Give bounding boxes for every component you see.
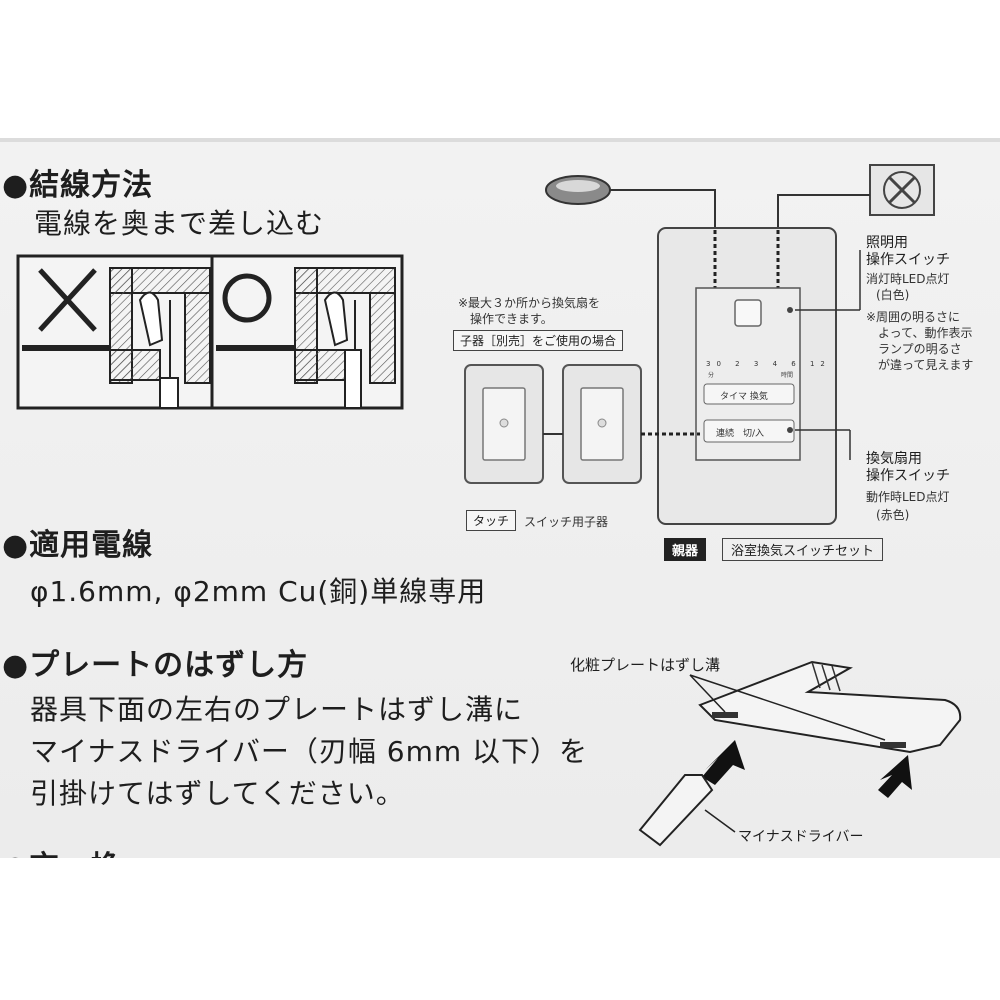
fan-switch-title-1: 換気扇用 <box>866 451 922 467</box>
arrow-up-right-icon <box>878 755 912 798</box>
plate-line-3: 引掛けてはずしてください。 <box>30 777 405 810</box>
timer-6: 6 <box>791 360 802 368</box>
wrong-mark-icon <box>38 268 97 332</box>
screwdriver-icon <box>638 774 714 847</box>
remote-note-1: ※最大３か所から換気扇を <box>458 296 601 310</box>
parent-tag: 親器 <box>664 538 707 561</box>
note-3: ランプの明るさ <box>878 342 962 356</box>
wiring-instruction: 電線を奥まで差し込む <box>34 207 325 240</box>
child-unit-box: 子器［別売］をご使用の場合 <box>453 330 624 351</box>
note-1: ※周囲の明るさに <box>866 310 961 324</box>
terminal-wrong-illustration <box>22 267 211 409</box>
correct-mark-icon <box>222 273 272 323</box>
timer-button-label: タイマ 換気 <box>720 392 768 402</box>
fan-switch-desc-1: 動作時LED点灯 <box>866 490 950 504</box>
timer-3: 3 <box>753 360 765 368</box>
note-4: が違って見えます <box>878 358 974 372</box>
wire-spec: φ1.6mm, φ2mm Cu(銅)単線専用 <box>30 575 487 608</box>
wire-heading: ●適用電線 <box>2 528 154 563</box>
parent-name: 浴室換気スイッチセット <box>722 538 884 561</box>
switch-diagram <box>464 164 935 525</box>
child-switch-label: スイッチ用子器 <box>524 515 609 529</box>
timer-4: 4 <box>772 360 784 368</box>
timer-2: 2 <box>735 360 746 368</box>
terminal-correct-illustration <box>216 267 396 409</box>
timer-30: 30 <box>706 360 727 368</box>
timer-sub-left: 分 <box>708 372 715 379</box>
plate-line-2: マイナスドライバー（刃幅 6mm 以下）を <box>30 735 589 768</box>
arrow-up-left-icon <box>702 740 745 785</box>
child-switch-plate-2 <box>562 364 642 484</box>
groove-label: 化粧プレートはずし溝 <box>570 656 721 674</box>
touch-tag: タッチ <box>466 510 517 531</box>
light-switch-desc-1: 消灯時LED点灯 <box>866 272 950 286</box>
plate-heading: ●プレートのはずし方 <box>2 648 309 683</box>
ventilation-fan-icon <box>869 164 935 216</box>
sheet-edge <box>0 138 1000 142</box>
light-switch-title-1: 照明用 <box>866 235 908 251</box>
fan-switch-desc-2: (赤色) <box>876 508 910 522</box>
driver-label: マイナスドライバー <box>738 829 864 845</box>
remote-note-2: 操作できます。 <box>470 312 553 326</box>
light-switch-title-2: 操作スイッチ <box>866 252 950 268</box>
wiring-heading: ●結線方法 <box>2 168 154 203</box>
note-2: よって、動作表示 <box>878 326 973 340</box>
child-switch-plate-1 <box>464 364 544 484</box>
timer-labels: 30 2 3 4 6 12 <box>706 360 831 368</box>
wiring-figure <box>16 254 404 410</box>
timer-12: 12 <box>809 360 831 368</box>
fan-switch-title-2: 操作スイッチ <box>866 468 950 484</box>
timer-sub-right: 時間 <box>781 372 794 379</box>
light-switch-desc-2: (白色) <box>876 288 910 302</box>
plate-line-1: 器具下面の左右のプレートはずし溝に <box>30 693 524 726</box>
onoff-button-label: 連続 切/入 <box>716 429 765 439</box>
cut-off-heading: ●交 換 <box>2 842 122 858</box>
plate-removal-figure <box>638 660 962 847</box>
